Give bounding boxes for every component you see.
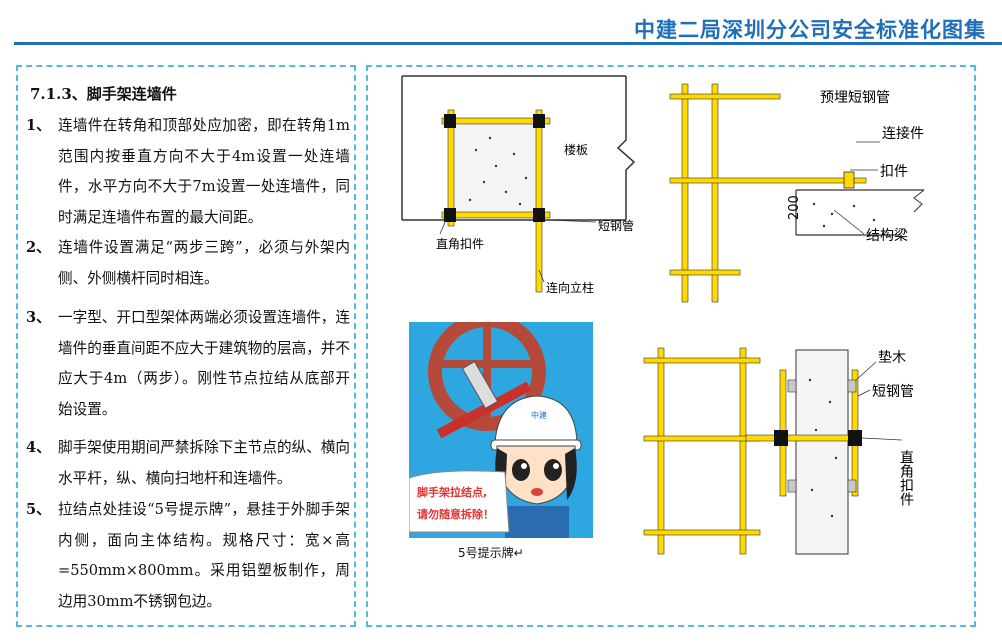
item-number: 1、 xyxy=(26,117,51,134)
section-title: 7.1.3、脚手架连墙件 xyxy=(30,85,177,103)
list-item: 4、 脚手架使用期间严禁拆除下主节点的纵、横向水平杆，纵、横向扫地杆和连墙件。 xyxy=(26,433,350,494)
label-slab: 楼板 xyxy=(564,142,588,157)
item-number: 4、 xyxy=(26,439,51,456)
label-fastener: 扣件 xyxy=(880,164,908,180)
label-short-pipe-2: 短钢管 xyxy=(872,384,914,400)
label-to-pole: 连向立柱 xyxy=(546,280,594,295)
label-structural-beam: 结构梁 xyxy=(866,228,908,244)
item-text: 连墙件设置满足“两步三跨”，必须与外架内侧、外侧横杆同时相连。 xyxy=(58,239,350,287)
label-connector: 连接件 xyxy=(882,125,924,142)
text-panel: 7.1.3、脚手架连墙件 1、 连墙件在转角和顶部处应加密，即在转角1m范围内按… xyxy=(16,65,356,627)
header-title: 中建二局深圳分公司安全标准化图集 xyxy=(634,18,986,42)
label-embedded-pipe: 预埋短钢管 xyxy=(820,90,890,106)
list-item: 1、 连墙件在转角和顶部处应加密，即在转角1m范围内按垂直方向不大于4m设置一处… xyxy=(26,111,350,233)
header-rule xyxy=(14,42,1002,45)
item-number: 2、 xyxy=(26,239,51,256)
item-number: 3、 xyxy=(26,309,51,326)
figure-wall-tie-section: 200 预埋短钢管 连接件 扣件 结构梁 xyxy=(669,83,925,303)
figure-panel xyxy=(366,65,976,627)
figure-wall-tie-elevation: 垫木 短钢管 直角扣件 xyxy=(643,347,914,555)
item-text: 连墙件在转角和顶部处应加密，即在转角1m范围内按垂直方向不大于4m设置一处连墙件… xyxy=(58,117,350,226)
sign-text-line1: 脚手架拉结点, xyxy=(417,485,487,499)
label-right-angle-fastener: 直角扣件 xyxy=(436,237,484,251)
sign-caption: 5号提示牌↵ xyxy=(458,546,524,560)
item-text: 拉结点处挂设“5号提示牌”，悬挂于外脚手架内侧，面向主体结构。规格尺寸：宽×高=… xyxy=(58,501,350,610)
item-number: 5、 xyxy=(26,501,51,518)
label-short-pipe: 短钢管 xyxy=(598,218,634,233)
item-text: 脚手架使用期间严禁拆除下主节点的纵、横向水平杆，纵、横向扫地杆和连墙件。 xyxy=(58,439,350,487)
helmet-text: 中建 xyxy=(531,410,547,420)
list-item: 5、 拉结点处挂设“5号提示牌”，悬挂于外脚手架内侧，面向主体结构。规格尺寸：宽… xyxy=(26,495,350,617)
item-text: 一字型、开口型架体两端必须设置连墙件，连墙件的垂直间距不应大于建筑物的层高，并不… xyxy=(58,309,350,418)
figure-wall-tie-plan: 楼板 短钢管 直角扣件 连向立柱 xyxy=(401,75,636,295)
list-item: 3、 一字型、开口型架体两端必须设置连墙件，连墙件的垂直间距不应大于建筑物的层高… xyxy=(26,303,350,425)
list-item: 2、 连墙件设置满足“两步三跨”，必须与外架内侧、外侧横杆同时相连。 xyxy=(26,233,350,294)
label-200: 200 xyxy=(787,195,802,220)
label-pad-wood: 垫木 xyxy=(878,350,906,366)
label-right-angle-fastener-2: 直角扣件 xyxy=(898,449,914,506)
sign-text-line2: 请勿随意拆除！ xyxy=(417,507,494,521)
sign-no5-illustration: 中建 脚手架拉结点, 请勿随意拆除！ xyxy=(409,322,593,538)
